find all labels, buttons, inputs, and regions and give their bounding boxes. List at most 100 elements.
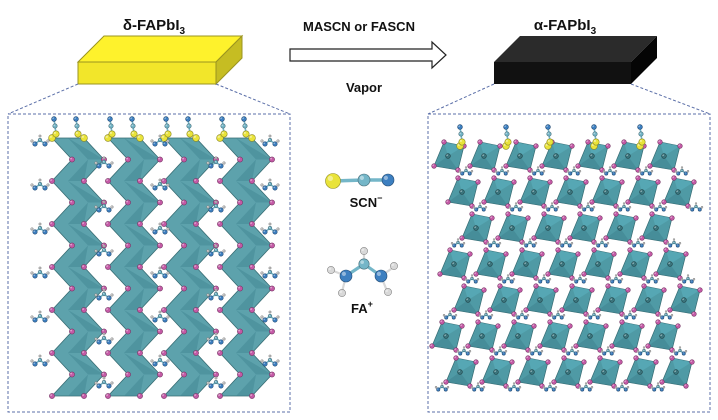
carbon-atom <box>186 123 192 129</box>
hydrogen-atom <box>656 382 660 385</box>
hydrogen-atom <box>110 249 114 253</box>
hydrogen-atom <box>214 376 218 380</box>
iodide-atom <box>569 143 575 149</box>
hydrogen-atom <box>636 350 640 353</box>
nitrogen-atom <box>616 387 621 392</box>
hydrogen-atom <box>672 238 676 241</box>
iodide-atom <box>567 323 573 329</box>
iodide-atom <box>459 323 465 329</box>
iodide-atom <box>487 307 493 313</box>
hydrogen-atom <box>158 354 162 358</box>
hydrogen-atom <box>544 206 548 209</box>
iodide-atom <box>181 242 187 249</box>
fa-cation-model <box>327 247 398 297</box>
iodide-atom <box>441 139 447 145</box>
hydrogen-atom <box>30 271 34 275</box>
nitrogen-atom <box>496 171 501 176</box>
hydrogen-atom <box>566 170 570 173</box>
delta-phase-crystal-structure <box>30 116 280 399</box>
iodide-atom <box>631 307 637 313</box>
nitrogen-atom <box>689 279 694 284</box>
octahedron-facet <box>556 192 580 206</box>
nitrogen-atom <box>241 116 247 122</box>
nitrogen-atom <box>645 351 650 356</box>
iodide-atom <box>49 221 55 227</box>
hydrogen-atom <box>484 310 488 313</box>
nitrogen-atom <box>647 171 652 176</box>
octahedron-facet <box>522 250 542 264</box>
octahedron-facet <box>516 142 536 156</box>
fa-cation <box>494 166 510 176</box>
octahedron-facet <box>584 264 608 278</box>
hydrogen-atom <box>260 359 264 363</box>
nitrogen-atom <box>580 387 585 392</box>
iodide-atom <box>611 163 617 169</box>
carbon-atom <box>498 348 502 353</box>
iodide-atom <box>161 350 167 356</box>
nitrogen-atom <box>697 207 702 212</box>
octahedron-facet <box>432 336 456 350</box>
octahedron-facet <box>570 228 594 242</box>
fa-cation <box>150 134 170 147</box>
octahedral-chain <box>160 134 219 399</box>
octahedron-facet <box>68 245 88 267</box>
nitrogen-atom <box>588 315 593 320</box>
scn-anion <box>457 124 466 146</box>
nitrogen-atom <box>162 229 168 235</box>
octahedron-facet <box>674 178 694 192</box>
carbon-atom <box>37 269 43 275</box>
carbon-atom <box>213 159 219 165</box>
hydrogen-atom <box>102 376 106 380</box>
nitrogen-atom <box>623 387 628 392</box>
nitrogen-atom <box>32 273 38 279</box>
octahedron-facet <box>68 267 104 289</box>
hydrogen-atom <box>110 161 114 165</box>
nitrogen-atom <box>162 361 168 367</box>
fa-cation <box>30 222 50 235</box>
iodide-atom <box>217 221 223 227</box>
nitrogen-atom <box>479 387 484 392</box>
iodide-atom <box>49 307 55 313</box>
nitrogen-atom <box>218 295 224 301</box>
octahedron <box>495 211 531 245</box>
hydrogen-atom <box>38 354 42 358</box>
octahedron <box>503 139 539 173</box>
nitrogen-atom <box>690 207 695 212</box>
hydrogen-atom <box>498 242 502 245</box>
fa-cation <box>652 202 668 212</box>
fa-cation <box>542 382 558 392</box>
iodide-atom <box>585 139 591 145</box>
iodide-atom <box>603 235 609 241</box>
hydrogen-atom <box>450 242 454 245</box>
hydrogen-atom <box>600 350 604 353</box>
nitrogen-atom <box>208 207 214 213</box>
iodide-atom <box>81 350 87 356</box>
octahedron-facet <box>462 228 486 242</box>
hydrogen-atom <box>550 202 554 205</box>
hydrogen-atom <box>206 293 210 297</box>
nitrogen-atom <box>602 351 607 356</box>
octahedron <box>595 283 631 317</box>
iodide-atom <box>597 215 603 221</box>
hydrogen-atom <box>30 139 34 143</box>
hydrogen-atom <box>542 274 546 277</box>
hydrogen-atom <box>206 337 210 341</box>
carbon-atom <box>656 384 660 389</box>
hydrogen-atom <box>584 382 588 385</box>
nitrogen-atom <box>272 141 278 147</box>
octahedron-facet <box>608 286 628 300</box>
iodide-atom <box>69 285 75 292</box>
fa-cation <box>260 222 280 235</box>
octahedron-facet <box>652 214 672 228</box>
octahedron-facet <box>68 159 88 181</box>
iodide-atom <box>125 242 131 249</box>
hydrogen-atom <box>658 202 662 205</box>
hydrogen-atom <box>214 200 218 204</box>
carbon-atom <box>556 312 560 317</box>
nitrogen-atom <box>42 273 48 279</box>
nitrogen-atom <box>460 171 465 176</box>
octahedron-facet <box>594 250 614 264</box>
nitrogen-atom <box>481 207 486 212</box>
carbon-atom <box>101 203 107 209</box>
iodide-atom <box>689 359 695 365</box>
